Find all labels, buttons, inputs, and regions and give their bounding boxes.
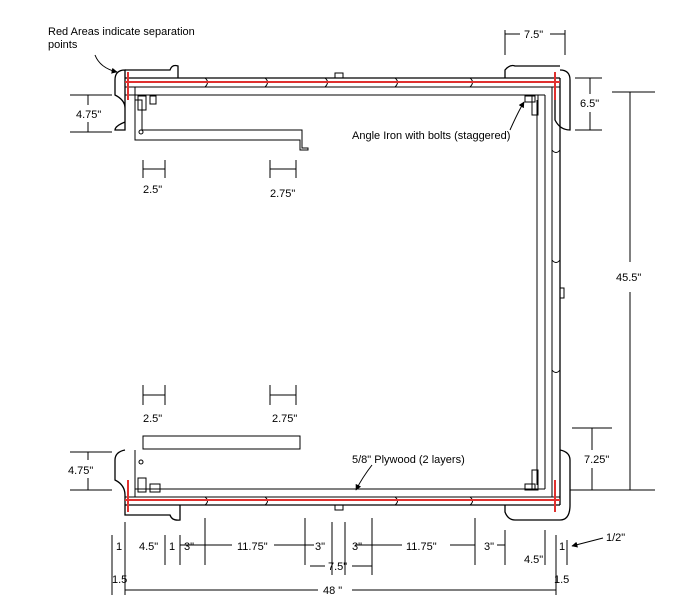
- corner-block-bottom-right: [504, 449, 571, 521]
- dim-top-brace-left: 2.5": [143, 184, 162, 196]
- dim-seg-45b: 4.5": [524, 554, 543, 566]
- dim-top-left-height: 4.75": [76, 109, 101, 121]
- dim-seg-45a: 4.5": [139, 541, 158, 553]
- dim-seg-3c: 3": [352, 541, 362, 553]
- plywood-note: 5/8" Plywood (2 layers): [352, 454, 465, 466]
- separation-note-line1: Red Areas indicate separation: [48, 26, 195, 38]
- dim-seg-1b: 1: [169, 541, 175, 553]
- dim-right-15: 1.5: [554, 574, 569, 586]
- bottom-brace: [137, 435, 301, 493]
- corner-block-top-right: [504, 64, 571, 131]
- dimension-lines: [70, 30, 655, 595]
- dim-top-right-height: 6.5": [580, 98, 599, 110]
- bottom-segment-ticks: [111, 518, 568, 595]
- dim-bottom-brace-right: 2.75": [272, 413, 297, 425]
- separation-marks: [125, 72, 560, 512]
- separation-note-line2: points: [48, 39, 78, 51]
- dim-bottom-left-height: 4.75": [68, 465, 93, 477]
- dim-seg-1a: 1: [116, 541, 122, 553]
- angle-iron-note: Angle Iron with bolts (staggered): [352, 130, 510, 142]
- dim-seg-3d: 3": [484, 541, 494, 553]
- dim-seg-3b: 3": [315, 541, 325, 553]
- dim-right-side-length: 45.5": [616, 272, 641, 284]
- leader-arrows: [94, 54, 604, 548]
- dim-half-inch: 1/2": [606, 532, 625, 544]
- corner-block-bottom-left: [114, 449, 181, 521]
- dim-left-15: 1.5: [112, 574, 127, 586]
- dim-total-48: 48 ": [323, 585, 342, 597]
- dim-center-75: 7.5": [328, 561, 347, 573]
- dim-top-brace-right: 2.75": [270, 188, 295, 200]
- dim-seg-1175b: 11.75": [406, 541, 437, 553]
- dim-seg-1175a: 11.75": [237, 541, 268, 553]
- top-brace: [134, 95, 309, 151]
- dim-bottom-right-height: 7.25": [584, 454, 609, 466]
- dim-seg-1c: 1: [559, 541, 565, 553]
- angle-irons-right: [524, 94, 539, 491]
- dim-seg-3a: 3": [184, 541, 194, 553]
- dim-top-corner-width: 7.5": [524, 29, 543, 41]
- dim-bottom-brace-left: 2.5": [143, 413, 162, 425]
